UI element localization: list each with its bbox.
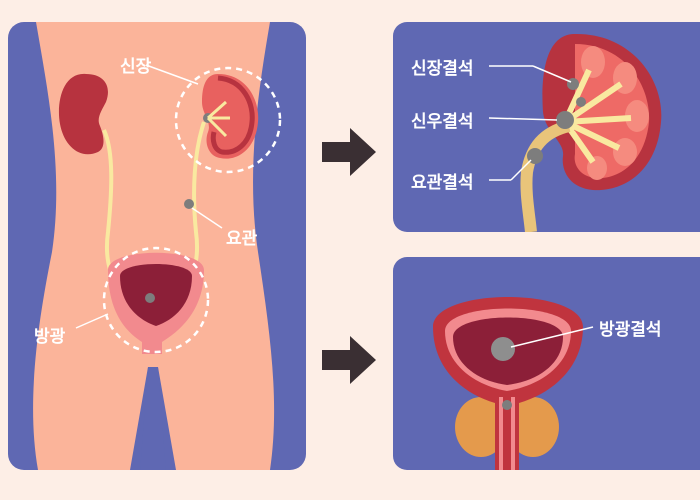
kidney-stone [567, 78, 579, 90]
ureter-tube [520, 120, 571, 232]
body-overview-panel: 신장 요관 방광 [8, 22, 306, 470]
kidney-label: 신장 [120, 57, 152, 77]
bladder-detail-illustration [433, 297, 594, 470]
bladder-label: 방광 [34, 327, 66, 347]
ureter-stone-label: 요관결석 [411, 173, 474, 193]
arrow-right-icon [322, 128, 376, 176]
kidney-stone-label: 신장결석 [411, 59, 474, 79]
left-kidney [58, 73, 108, 155]
renal-pelvis-stone-label: 신우결석 [411, 112, 474, 132]
body-illustration [33, 22, 282, 470]
kidney-detail-illustration [488, 33, 662, 232]
bladder-stone-panel: 방광결석 [393, 257, 700, 470]
renal-pelvis-stone [556, 111, 574, 129]
right-kidney-section [202, 74, 259, 159]
arrow-right-icon [322, 336, 376, 384]
kidney-stone-panel: 신장결석 신우결석 요관결석 [393, 22, 700, 232]
ureter-stone [184, 199, 194, 209]
bladder-stone [491, 337, 515, 361]
bladder-stone-label: 방광결석 [599, 320, 662, 340]
ureter-label: 요관 [226, 229, 258, 249]
bladder-illustration [108, 252, 204, 354]
